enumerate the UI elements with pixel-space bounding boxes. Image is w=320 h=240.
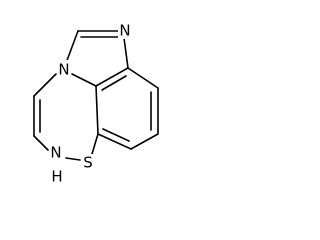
bond-c2-n-ring (65, 30, 79, 64)
bond-c7a-c7 (127, 67, 159, 89)
bond-n-ring-cvinyl (33, 73, 57, 97)
bond-nh-s (65, 157, 81, 161)
bond-ch-nh (33, 135, 49, 151)
molecule-structure: N N S N H (33, 21, 159, 186)
bond-s-c4 (91, 133, 99, 155)
bond-n-ring-c3a (71, 73, 97, 87)
atom-n-ring: N (58, 61, 69, 79)
bond-c5-c4-double (102, 128, 130, 142)
bond-c4-c3a (95, 85, 99, 135)
bond-c3a-c7a-double (101, 75, 127, 91)
atom-nh-nitrogen: N (50, 144, 61, 162)
atom-sulfur: S (83, 154, 93, 172)
bond-n-top-c7a (123, 37, 129, 69)
bond-c5-c4 (97, 133, 132, 150)
bond-c3a-c7a (95, 67, 129, 87)
atom-nh-hydrogen: H (51, 168, 62, 186)
bond-c6-c5 (130, 133, 159, 150)
atom-n-top: N (119, 22, 130, 40)
